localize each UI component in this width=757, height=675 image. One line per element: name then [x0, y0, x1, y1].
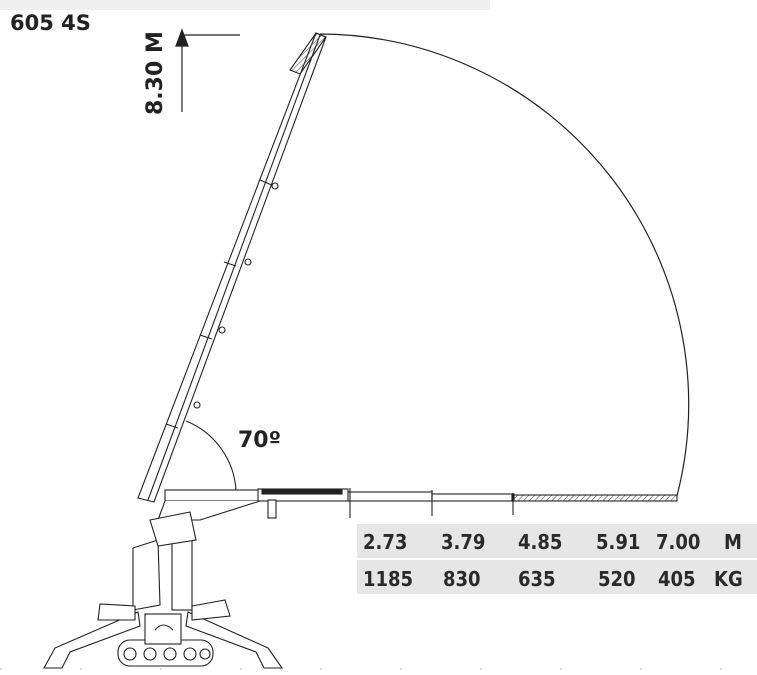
- load-value: 405: [658, 567, 696, 591]
- load-table-row-shade-2: [357, 560, 757, 594]
- load-table: 2.73 3.79 4.85 5.91 7.00 M 1185 830 635 …: [357, 524, 757, 594]
- load-value: 635: [518, 567, 556, 591]
- reach-arc: [319, 33, 690, 497]
- horizontal-boom: [157, 488, 678, 521]
- reach-value: 4.85: [518, 530, 562, 554]
- crane-base: [0, 511, 757, 670]
- load-value: 1185: [363, 567, 413, 591]
- load-value: 520: [598, 567, 636, 591]
- model-label: 605 4S: [10, 11, 91, 35]
- load-unit: KG: [714, 567, 743, 591]
- reach-value: 2.73: [363, 530, 407, 554]
- header-shade: [0, 0, 490, 10]
- inclined-boom: [137, 32, 327, 503]
- angle-label: 70º: [238, 428, 281, 453]
- height-arrow: [175, 28, 240, 112]
- reach-value: 7.00: [656, 530, 700, 554]
- load-value: 830: [443, 567, 481, 591]
- reach-value: 3.79: [441, 530, 485, 554]
- reach-unit: M: [724, 530, 742, 554]
- reach-value: 5.91: [596, 530, 640, 554]
- load-table-row-shade-1: [357, 524, 757, 558]
- height-label: 8.30 M: [143, 31, 168, 115]
- angle-arc: [185, 420, 237, 491]
